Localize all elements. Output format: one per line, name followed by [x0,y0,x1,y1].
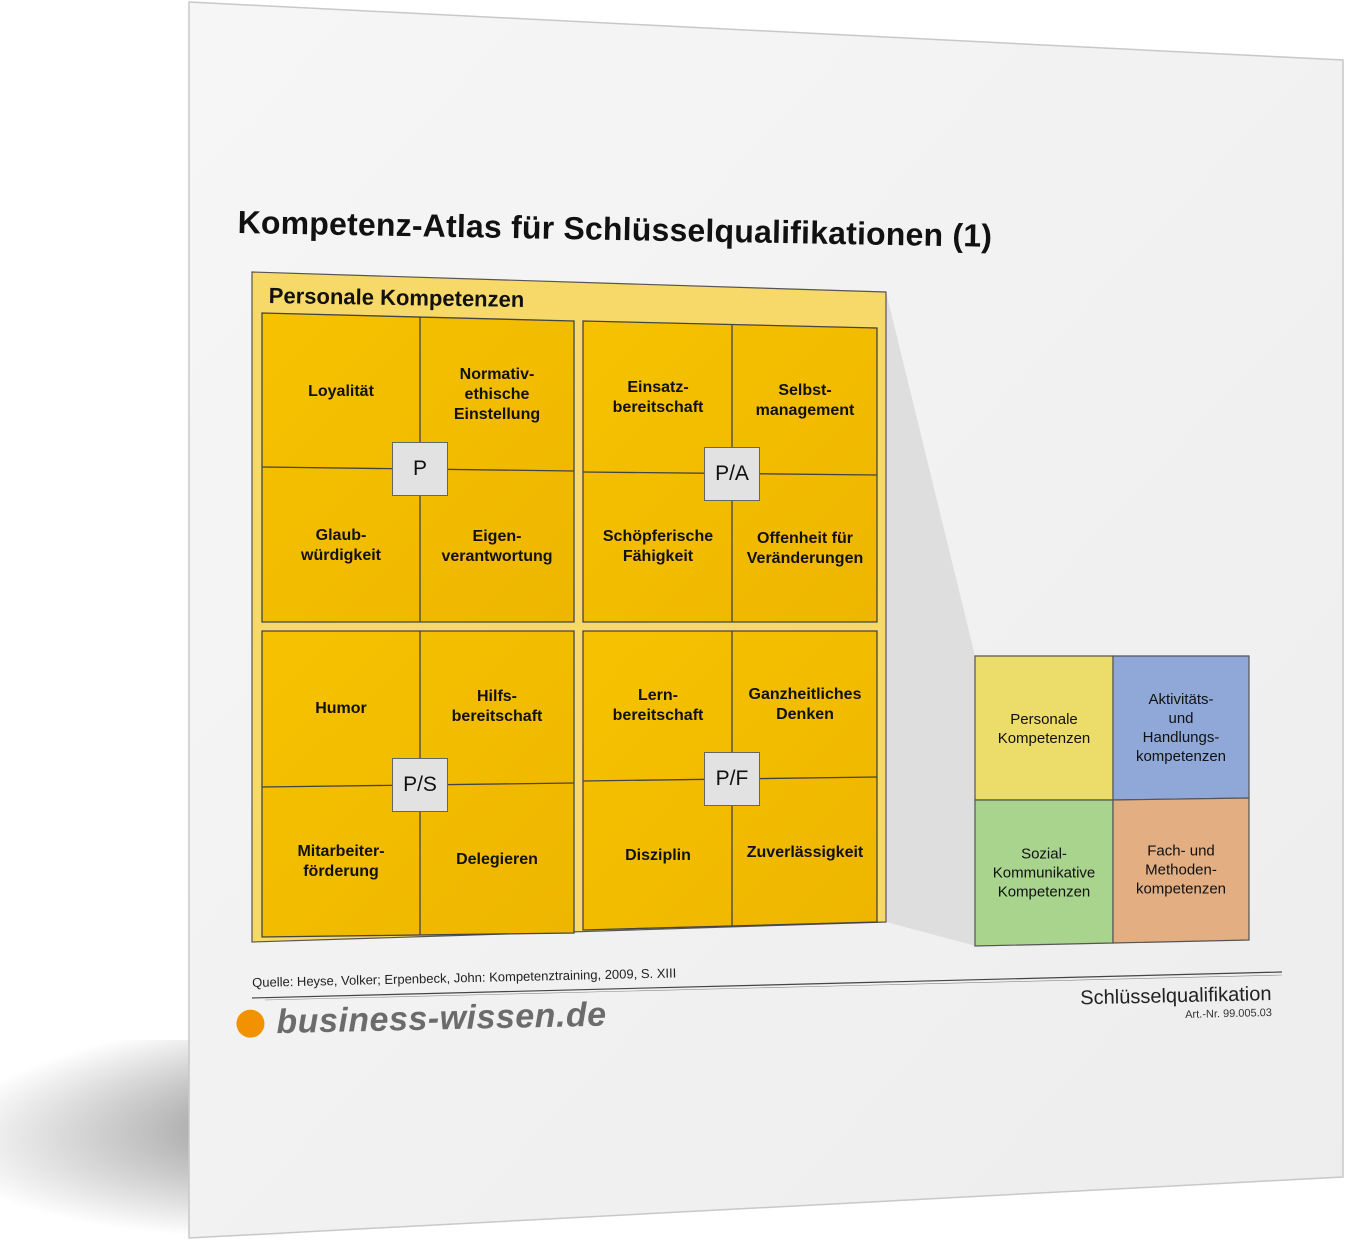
competence-cell: Selbst- management [755,382,855,419]
competence-cell: Ganzheitliches Denken [748,686,862,723]
quadrant-centre-label: P/F [704,752,760,806]
legend-social: Sozial- Kommunikative Kompetenzen [992,845,1096,901]
competence-cell: Humor [315,700,367,717]
competence-cell: Normativ- ethische Einstellung [453,366,541,423]
competence-cell: Zuverlässigkeit [746,844,864,861]
competence-cell: Disziplin [625,847,691,864]
section-title: Personale Kompetenzen [268,283,525,313]
competence-cell: Hilfs- bereitschaft [451,688,543,725]
legend-personal: Personale Kompetenzen [997,711,1091,747]
article-number: Art.-Nr. 99.005.03 [1185,1007,1273,1021]
quadrant-centre-label: P/A [704,447,760,501]
quadrant-centre-label: P/S [392,758,448,812]
competence-cell: Eigen- verantwortung [441,528,553,565]
competence-cell: Mitarbeiter- förderung [297,843,385,880]
quadrant-centre-label: P [392,442,448,496]
legend-activity: Aktivitäts- und Handlungs- kompetenzen [1135,691,1227,765]
competence-cell: Delegieren [456,851,538,868]
competence-cell: Loyalität [308,383,374,400]
document-category: Schlüsselqualifikation [1079,983,1272,1010]
competence-cell: Schöpferische Fähigkeit [602,528,714,565]
competence-cell: Lern- bereitschaft [612,687,704,724]
competence-cell: Offenheit für Veränderungen [746,530,864,567]
legend-method: Fach- und Methoden- kompetenzen [1135,842,1227,898]
competence-cell: Einsatz- bereitschaft [612,379,704,416]
logo-dot-icon [236,1008,265,1038]
competence-cell: Glaub- würdigkeit [300,527,382,564]
logo-text: business-wissen.de [275,995,608,1042]
